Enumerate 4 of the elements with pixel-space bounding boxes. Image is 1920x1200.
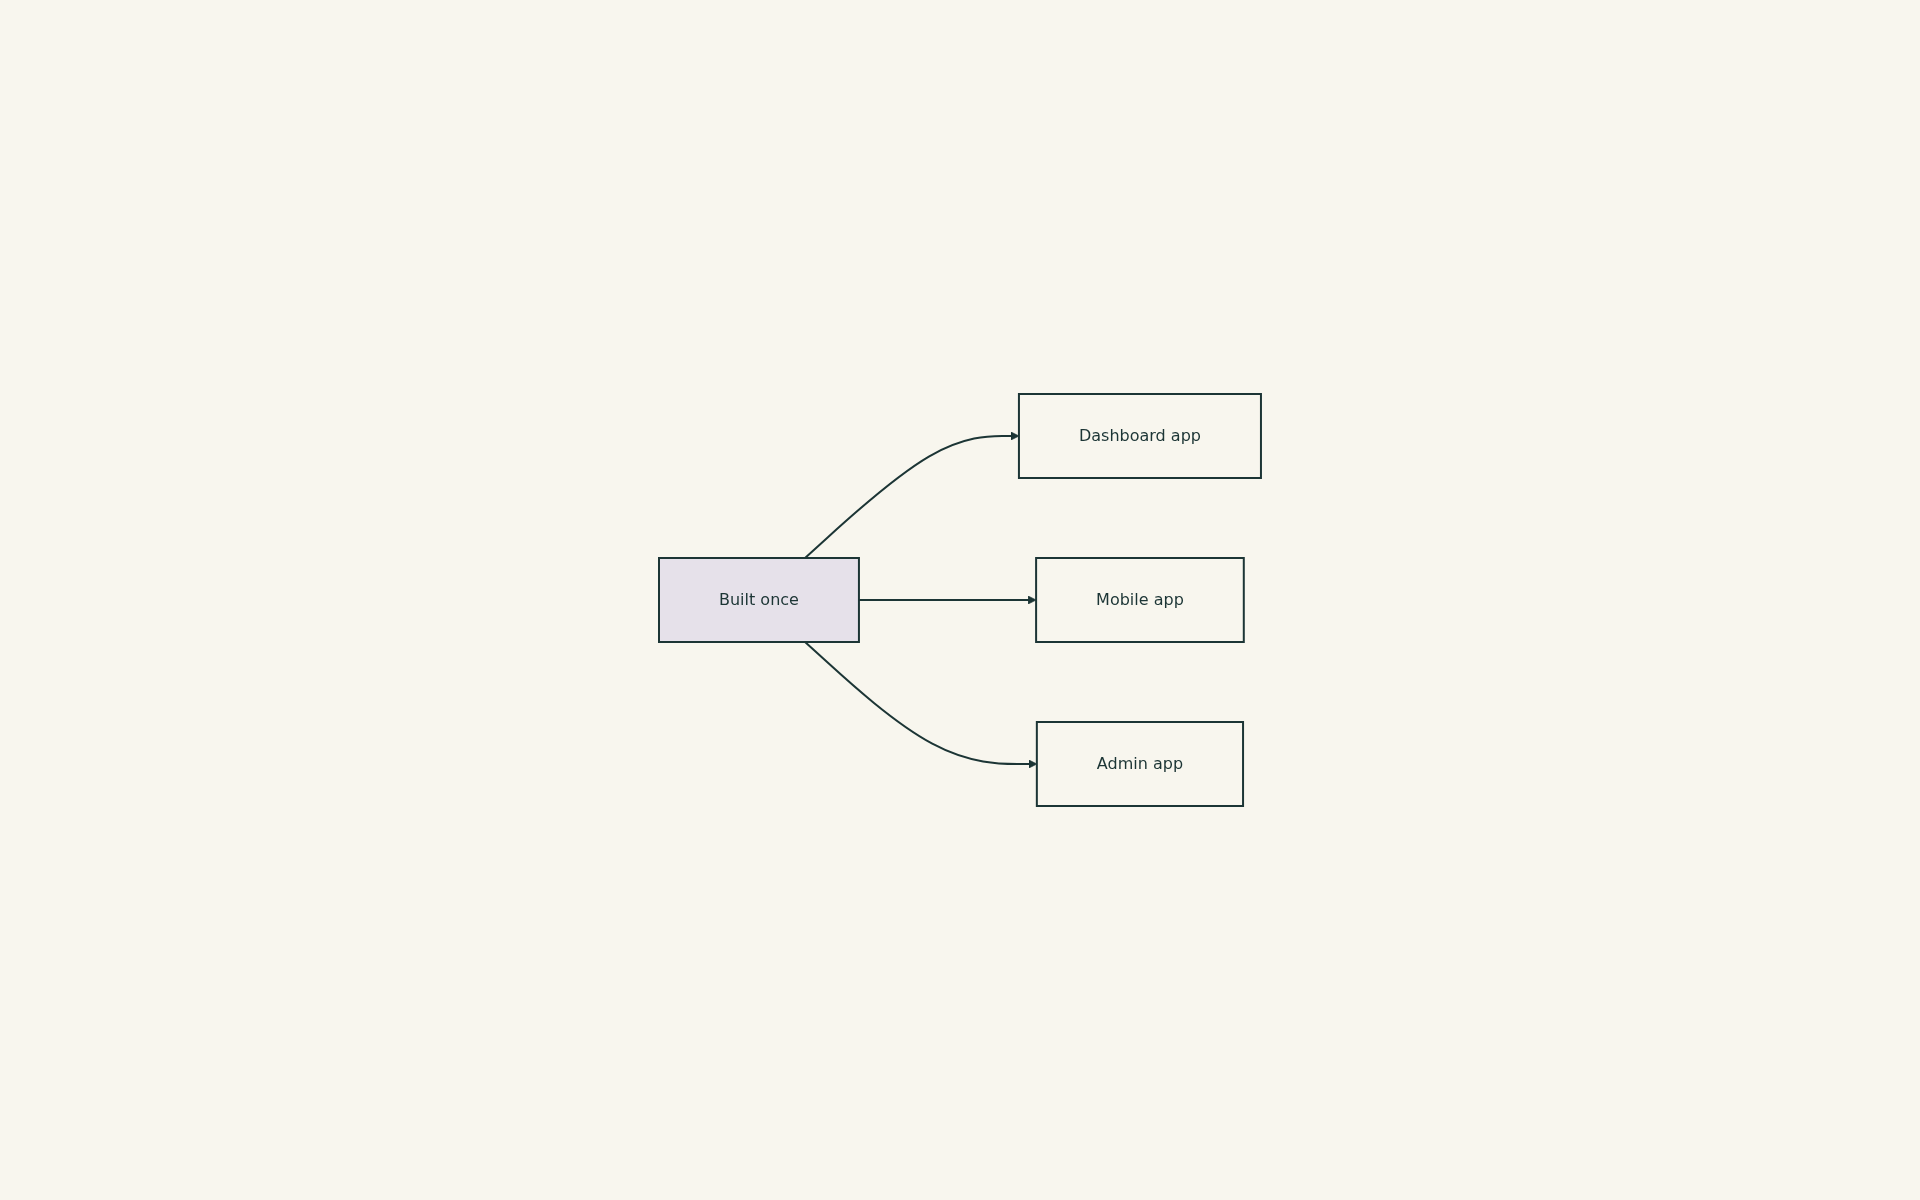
node-box: Dashboard app [1017,393,1262,479]
node-box: Admin app [1035,721,1245,807]
node-box: Built once [658,557,860,643]
node-box: Mobile app [1035,557,1245,643]
